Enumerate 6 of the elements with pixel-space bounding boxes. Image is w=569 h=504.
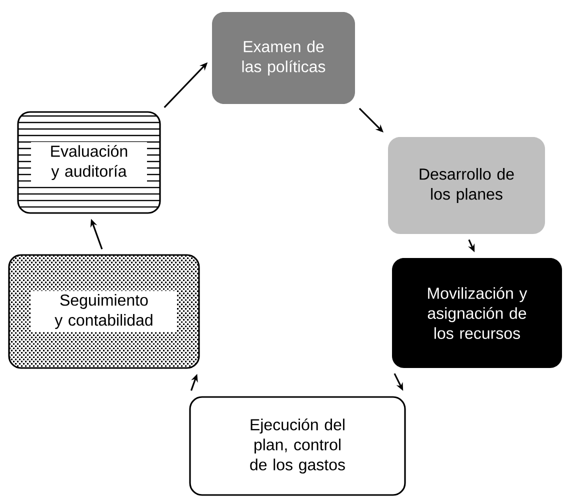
- striped-box: Evaluación y auditoría: [17, 111, 161, 214]
- process-box: Examen de las políticas: [212, 12, 355, 104]
- dotted-box: Seguimiento y contabilidad: [8, 254, 200, 369]
- process-box: Movilización y asignación de los recursos: [392, 258, 562, 368]
- process-box: Ejecución del plan, control de los gastos: [189, 396, 406, 496]
- process-box: Desarrollo de los planes: [388, 137, 545, 234]
